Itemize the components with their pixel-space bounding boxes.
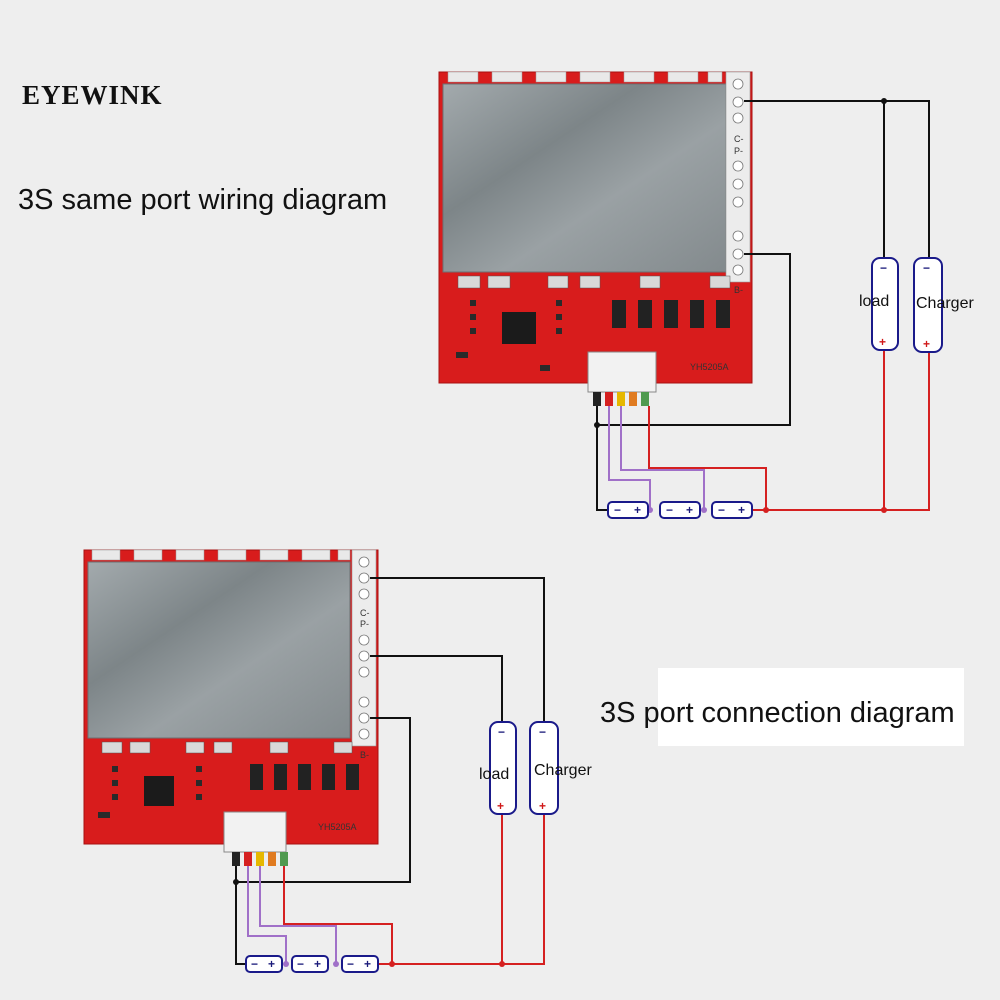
wire-b-minus-1 <box>597 253 791 426</box>
charger-label-2: Charger <box>534 762 592 779</box>
wire-balance-b3-1 <box>648 406 767 510</box>
board-code-1: YH5205A <box>690 362 729 372</box>
brand-logo-text: EYEWINK <box>22 80 163 110</box>
pad-label-p: P- <box>734 146 743 156</box>
battery-cells-2: − + − + − + <box>245 955 379 973</box>
diagram-2-title-background <box>658 668 964 746</box>
svg-text:−: − <box>297 957 304 971</box>
svg-text:+: + <box>497 799 504 813</box>
cell-2: − + <box>291 955 329 973</box>
bms-board-2: C- P- B- YH5205A <box>83 549 379 866</box>
svg-text:+: + <box>879 335 886 349</box>
svg-text:−: − <box>666 503 673 517</box>
pad-label-c-2: C- <box>360 608 370 618</box>
svg-text:+: + <box>364 957 371 971</box>
diagram-2: C- P- B- YH5205A <box>83 549 592 973</box>
pad-label-c: C- <box>734 134 744 144</box>
svg-text:−: − <box>539 725 546 739</box>
heatsink-1 <box>442 83 727 273</box>
svg-text:−: − <box>347 957 354 971</box>
load-label-2: load <box>479 766 509 783</box>
svg-text:+: + <box>686 503 693 517</box>
svg-text:−: − <box>923 261 930 275</box>
svg-text:−: − <box>498 725 505 739</box>
load-label-1: load <box>859 293 889 310</box>
cell-3: − + <box>711 501 753 519</box>
charger-2: − + <box>529 721 559 815</box>
wire-balance-b2-1 <box>620 406 705 510</box>
svg-text:−: − <box>614 503 621 517</box>
cell-2: − + <box>659 501 701 519</box>
wire-c-minus-2 <box>370 577 545 724</box>
svg-text:−: − <box>251 957 258 971</box>
charger-label-1: Charger <box>916 295 974 312</box>
wire-balance-b1-1 <box>608 406 651 510</box>
pad-label-b-2: B- <box>360 750 369 760</box>
wire-positive-bus-1 <box>748 350 930 511</box>
balance-connector-1 <box>587 351 657 406</box>
svg-text:+: + <box>923 337 930 351</box>
wire-balance-b2-2 <box>259 866 337 964</box>
diagram-1-title: 3S same port wiring diagram <box>18 184 388 216</box>
cell-3: − + <box>341 955 379 973</box>
heatsink-2 <box>87 561 351 739</box>
cell-1: − + <box>245 955 283 973</box>
svg-text:+: + <box>738 503 745 517</box>
bms-board-1: C- P- B- YH5205A <box>438 71 753 406</box>
wire-p-minus-2 <box>370 655 503 724</box>
cell-1: − + <box>607 501 649 519</box>
svg-text:+: + <box>268 957 275 971</box>
load-2: − + <box>489 721 517 815</box>
balance-connector-2 <box>223 811 288 866</box>
wire-balance-b3-2 <box>283 866 393 964</box>
diagram-2-title: 3S port connection diagram <box>600 697 955 729</box>
svg-text:−: − <box>718 503 725 517</box>
pad-label-b: B- <box>734 285 743 295</box>
diagram-1: C- P- B- YH5205A <box>438 71 974 519</box>
wire-positive-bus-2 <box>378 814 545 965</box>
svg-text:+: + <box>314 957 321 971</box>
charger-1: − + <box>913 257 943 353</box>
load-1: − + <box>871 257 899 351</box>
battery-cells-1: − + − + − + <box>607 501 753 519</box>
wire-c-minus-1 <box>744 100 930 262</box>
svg-text:+: + <box>634 503 641 517</box>
board-code-2: YH5205A <box>318 822 357 832</box>
svg-text:+: + <box>539 799 546 813</box>
svg-text:−: − <box>880 261 887 275</box>
pad-label-p-2: P- <box>360 619 369 629</box>
wire-b-minus-2 <box>236 717 411 883</box>
wire-balance-b0-2 <box>235 866 246 965</box>
wire-balance-b1-2 <box>247 866 287 964</box>
wire-balance-b0-1 <box>596 406 608 511</box>
